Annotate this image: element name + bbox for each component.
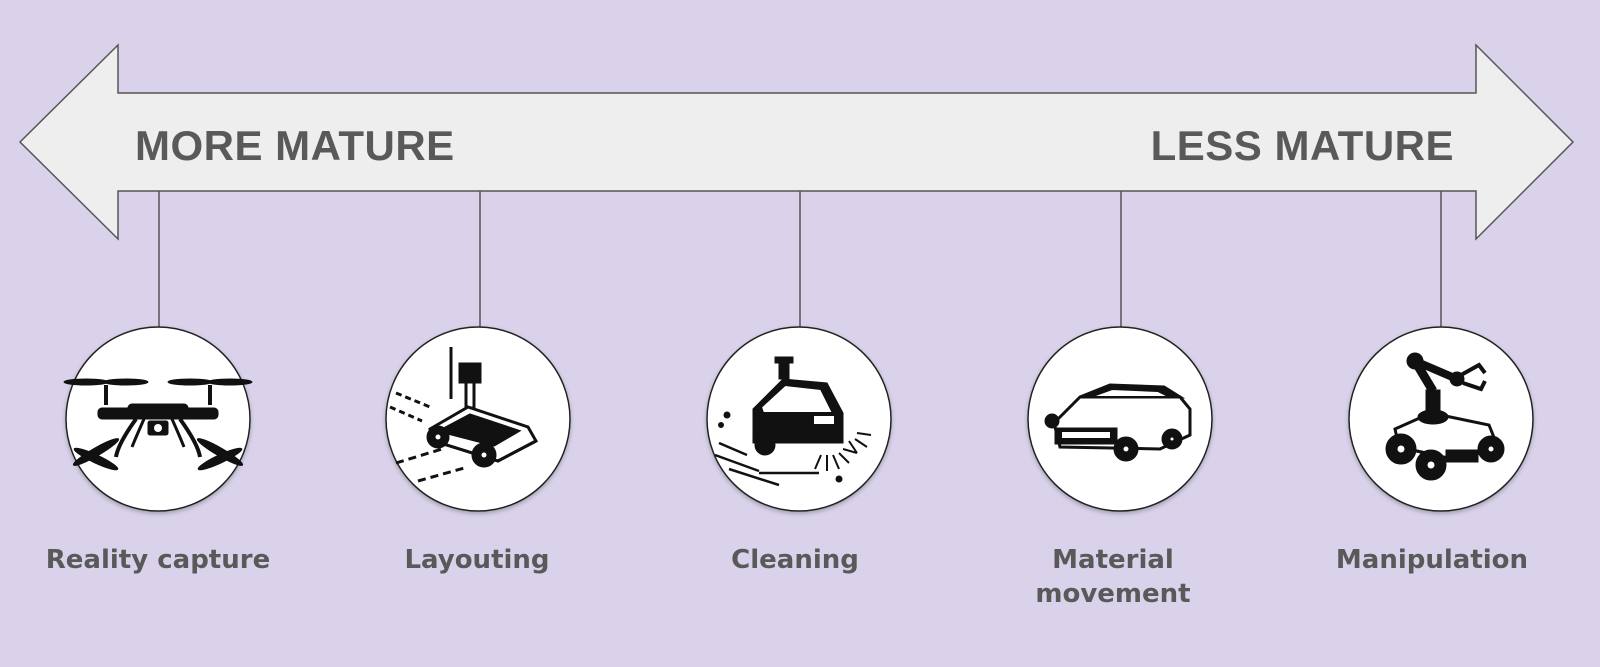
sweeper-icon xyxy=(714,356,872,487)
item-label-cleaning: Cleaning xyxy=(731,545,859,575)
item-label-manipulation: Manipulation xyxy=(1335,545,1529,575)
drone-icon xyxy=(63,378,253,471)
item-label-layouting: Layouting xyxy=(404,545,550,575)
item-label-material-movement: Material movement xyxy=(983,543,1243,611)
item-label-line: movement xyxy=(1035,579,1191,609)
item-label-line: Material xyxy=(1052,545,1174,575)
layout-robot-icon xyxy=(389,347,539,483)
agv-icon xyxy=(1044,383,1192,462)
less-mature-label: LESS MATURE xyxy=(1150,122,1454,169)
more-mature-label: MORE MATURE xyxy=(135,122,455,169)
maturity-arrow xyxy=(18,43,1575,241)
connector-lines xyxy=(158,191,1442,328)
item-label-reality-capture: Reality capture xyxy=(45,545,271,575)
robot-arm-icon xyxy=(1385,352,1505,481)
